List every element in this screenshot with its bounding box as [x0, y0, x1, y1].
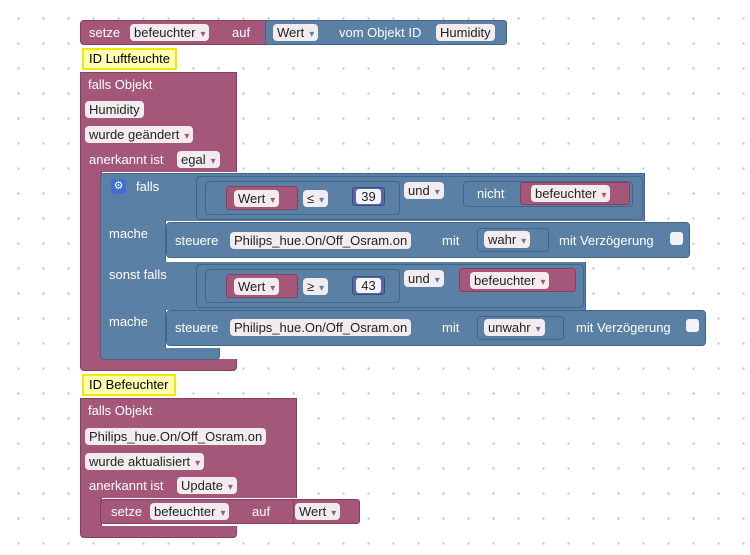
operator-dropdown[interactable]: ≥ — [303, 278, 329, 295]
bool-dropdown[interactable]: unwahr — [484, 319, 545, 336]
value-attribute-dropdown[interactable]: Wert — [295, 503, 341, 520]
target-object-field[interactable]: Philips_hue.On/Off_Osram.on — [230, 319, 412, 336]
condition-dropdown[interactable]: wurde geändert — [85, 126, 194, 143]
acknowledged-dropdown[interactable]: egal — [177, 151, 220, 168]
logic-operator-dropdown[interactable]: und — [404, 270, 444, 287]
delay-checkbox[interactable] — [686, 319, 699, 332]
delay-checkbox[interactable] — [670, 232, 683, 245]
bool-dropdown[interactable]: wahr — [484, 231, 531, 248]
variable-dropdown[interactable]: befeuchter — [470, 272, 550, 289]
trigger-block-spine — [80, 171, 102, 361]
trigger-block-spine — [80, 497, 102, 527]
set-label: setze — [111, 504, 143, 519]
if-block-spine-1 — [100, 220, 166, 263]
to-label: auf — [252, 504, 271, 519]
to-label: auf — [232, 25, 251, 40]
condition-dropdown[interactable]: wurde aktualisiert — [85, 453, 205, 470]
number-value[interactable]: 43 — [356, 278, 381, 293]
comment-luftfeuchte[interactable]: ID Luftfeuchte — [82, 48, 177, 70]
variable-dropdown[interactable]: befeuchter — [130, 24, 210, 41]
if-block-footer — [100, 348, 220, 360]
do-label: mache — [109, 314, 149, 329]
object-id-field[interactable]: Humidity — [436, 24, 495, 41]
elseif-label: sonst falls — [109, 267, 167, 282]
set-label: setze — [89, 25, 121, 40]
control-label: steuere — [175, 233, 219, 248]
value-attribute-dropdown[interactable]: Wert — [273, 24, 319, 41]
with-label: mit — [442, 320, 460, 335]
value-attribute-dropdown[interactable]: Wert — [234, 278, 280, 295]
not-label: nicht — [477, 186, 505, 201]
acknowledged-dropdown[interactable]: Update — [177, 477, 237, 494]
if-label: falls — [136, 179, 160, 194]
operator-dropdown[interactable]: ≤ — [303, 190, 329, 207]
if-block-spine-2 — [100, 309, 166, 349]
logic-operator-dropdown[interactable]: und — [404, 182, 444, 199]
number-block-39[interactable]: 39 — [352, 187, 385, 206]
number-value[interactable]: 39 — [356, 189, 381, 204]
trigger-block-footer — [80, 359, 237, 371]
trigger-block-footer — [80, 526, 237, 538]
number-block-43[interactable]: 43 — [352, 276, 385, 295]
control-label: steuere — [175, 320, 219, 335]
do-label: mache — [109, 226, 149, 241]
object-id-field[interactable]: Philips_hue.On/Off_Osram.on — [85, 428, 267, 445]
delay-label: mit Verzögerung — [559, 233, 654, 248]
with-label: mit — [442, 233, 460, 248]
of-object-label: vom Objekt ID — [339, 25, 422, 40]
if-object-label: falls Objekt — [88, 77, 153, 92]
variable-dropdown[interactable]: befeuchter — [531, 185, 611, 202]
value-attribute-dropdown[interactable]: Wert — [234, 190, 280, 207]
comment-befeuchter[interactable]: ID Befeuchter — [82, 374, 176, 396]
target-object-field[interactable]: Philips_hue.On/Off_Osram.on — [230, 232, 412, 249]
acknowledged-label: anerkannt ist — [89, 152, 164, 167]
acknowledged-label: anerkannt ist — [89, 478, 164, 493]
delay-label: mit Verzögerung — [576, 320, 671, 335]
variable-dropdown[interactable]: befeuchter — [150, 503, 230, 520]
if-object-label: falls Objekt — [88, 403, 153, 418]
gear-icon[interactable]: ⚙ — [111, 179, 126, 194]
object-id-field[interactable]: Humidity — [85, 101, 144, 118]
